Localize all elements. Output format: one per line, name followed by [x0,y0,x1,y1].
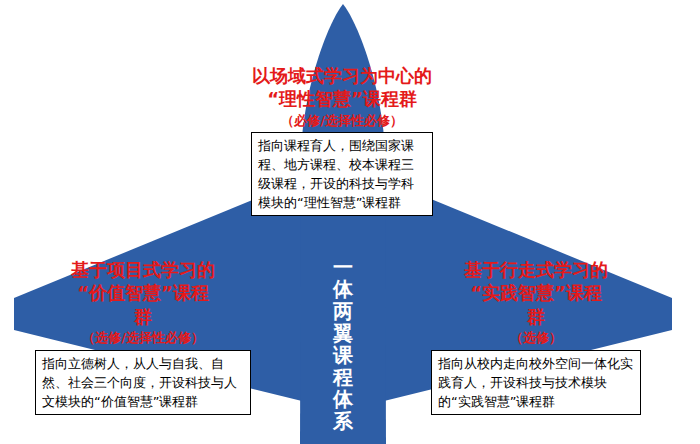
course-group: 基于行走式学习的 “实践智慧”课程群（选修）指向从校内走向校外空间一体化实践育人… [430,258,642,415]
group-subtitle: （选修） [430,328,642,348]
group-heading: 基于项目式学习的 “价值智慧”课程群 [68,258,217,328]
group-subtitle: （选修/选择性必修） [34,328,252,348]
course-group: 基于项目式学习的 “价值智慧”课程群（选修/选择性必修）指向立德树人，从人与自我… [34,258,252,415]
group-heading: 以场域式学习为中心的 “理性智慧”课程群 [249,64,434,111]
vertical-title: 一体两翼课程体系 [333,256,353,432]
group-description: 指向从校内走向校外空间一体化实践育人，开设科技与技术模块的“实践智慧”课程群 [431,350,641,415]
group-description: 指向立德树人，从人与自我、自然、社会三个向度，开设科技与人文模块的“价值智慧”课… [35,350,251,415]
group-description: 指向课程育人，围绕国家课程、地方课程、校本课程三级课程，开设的科技与学科模块的“… [251,132,433,216]
course-group: 以场域式学习为中心的 “理性智慧”课程群（必修/选择性必修）指向课程育人，围绕国… [248,64,436,216]
group-heading: 基于行走式学习的 “实践智慧”课程群 [461,258,610,328]
group-subtitle: （必修/选择性必修） [248,111,436,131]
